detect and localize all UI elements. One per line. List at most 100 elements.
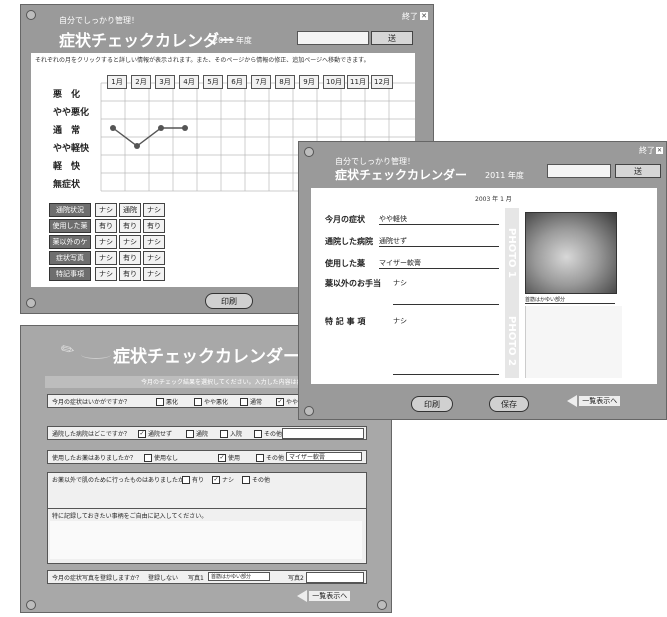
exit-button[interactable]: 終了 ✕ [401, 11, 429, 21]
exit-button[interactable]: 終了 ✕ [639, 146, 663, 155]
option-none[interactable]: 使用なし [144, 453, 178, 462]
status-cell[interactable]: 有り [119, 219, 141, 233]
month-tab[interactable]: 8月 [275, 75, 295, 89]
medicine-name-input[interactable]: マイザー軟膏 [286, 452, 362, 461]
option-hospitalized[interactable]: 入院 [220, 429, 242, 438]
back-to-list-button[interactable]: 一覧表示へ [567, 395, 621, 407]
search-button[interactable]: 送 [615, 164, 661, 178]
option-slightly-worse[interactable]: やや悪化 [194, 397, 228, 406]
month-tab[interactable]: 2月 [131, 75, 151, 89]
option-normal[interactable]: 通常 [240, 397, 262, 406]
field-label: 使用した薬 [325, 259, 365, 268]
medicine-question-row: 使用したお薬はありましたか？ 使用なし ✓使用 その他 マイザー軟膏 [47, 450, 367, 464]
option-yes[interactable]: 有り [182, 475, 204, 484]
status-row-label: 薬以外のケア [49, 235, 91, 258]
status-cell[interactable]: ナシ [143, 203, 165, 217]
checkbox-icon[interactable] [242, 475, 250, 484]
print-button[interactable]: 印刷 [205, 293, 253, 309]
trend-point[interactable] [110, 125, 116, 131]
option-worse[interactable]: 悪化 [156, 397, 178, 406]
symptom-photo[interactable] [525, 212, 617, 294]
status-cell[interactable]: 有り [143, 219, 165, 233]
field-label: 通院した病院 [325, 237, 373, 246]
status-cell[interactable]: ナシ [119, 235, 141, 249]
rivet-icon [304, 406, 314, 416]
status-cell[interactable]: ナシ [143, 235, 165, 249]
no-register-label[interactable]: 登録しない [148, 575, 179, 582]
month-tab[interactable]: 7月 [251, 75, 271, 89]
symptom-value[interactable]: やや軽快 [379, 214, 499, 225]
checked-checkbox-icon[interactable]: ✓ [218, 453, 226, 462]
form-title: 症状チェックカレンダー [113, 347, 300, 367]
pencil-icon: ✎ [57, 337, 79, 362]
option-used[interactable]: ✓使用 [218, 453, 241, 462]
search-input[interactable] [297, 31, 369, 45]
checked-checkbox-icon[interactable]: ✓ [138, 429, 146, 438]
month-tab[interactable]: 6月 [227, 75, 247, 89]
medicine-value[interactable]: マイザー軟膏 [379, 258, 499, 269]
checked-checkbox-icon[interactable]: ✓ [276, 397, 284, 406]
checkbox-icon[interactable] [182, 475, 190, 484]
month-tab[interactable]: 10月 [323, 75, 345, 89]
month-tab[interactable]: 12月 [371, 75, 393, 89]
photo-slot-2[interactable] [525, 306, 622, 378]
checkbox-icon[interactable] [194, 397, 202, 406]
back-to-list-button[interactable]: 一覧表示へ [297, 590, 351, 602]
month-tab[interactable]: 3月 [155, 75, 175, 89]
checkbox-icon[interactable] [144, 453, 152, 462]
month-tab[interactable]: 1月 [107, 75, 127, 89]
search-input[interactable] [547, 164, 611, 178]
trend-point[interactable] [134, 143, 140, 149]
notes-value[interactable]: ナシ [393, 316, 499, 375]
option-no-visit[interactable]: ✓通院せず [138, 429, 173, 438]
checkbox-icon[interactable] [156, 397, 164, 406]
severity-label: 通 常 [53, 126, 81, 136]
app-subtitle: 自分でしっかり管理！ [335, 157, 415, 166]
photo2-input[interactable] [306, 572, 364, 583]
status-cell[interactable]: ナシ [143, 251, 165, 265]
app-subtitle: 自分でしっかり管理！ [59, 16, 139, 25]
month-tab[interactable]: 9月 [299, 75, 319, 89]
status-cell[interactable]: ナシ [95, 203, 117, 217]
save-button[interactable]: 保存 [489, 396, 529, 412]
status-cell[interactable]: ナシ [143, 267, 165, 281]
status-cell[interactable]: 通院 [119, 203, 141, 217]
photo1-input[interactable]: 首筋はかゆい部分 [208, 572, 270, 581]
month-tab[interactable]: 11月 [347, 75, 369, 89]
hospital-value[interactable]: 通院せず [379, 236, 499, 247]
hospital-other-input[interactable] [282, 428, 364, 439]
checkbox-icon[interactable] [186, 429, 194, 438]
severity-label: やや軽快 [53, 144, 90, 154]
question-label: 使用したお薬はありましたか？ [52, 455, 137, 462]
status-cell[interactable]: ナシ [95, 251, 117, 265]
option-other[interactable]: その他 [256, 453, 284, 462]
option-other[interactable]: その他 [254, 429, 282, 438]
option-visit[interactable]: 通院 [186, 429, 208, 438]
month-tab[interactable]: 4月 [179, 75, 199, 89]
care-question-row: お薬以外で肌のために行ったものはありましたか？ 有り ✓ナシ その他 [47, 472, 367, 514]
photo2-label: 写真2 [288, 575, 304, 582]
checkbox-icon[interactable] [240, 397, 248, 406]
care-value[interactable]: ナシ [393, 278, 499, 305]
status-cell[interactable]: 有り [119, 267, 141, 281]
intro-text: 今月のチェック結果を選択してください。入力した内容は症状チェックカレンダーに反映… [141, 379, 391, 386]
status-cell[interactable]: 有り [95, 219, 117, 233]
search-button[interactable]: 送 [371, 31, 413, 45]
checkbox-icon[interactable] [220, 429, 228, 438]
close-icon: ✕ [420, 12, 428, 20]
checkbox-icon[interactable] [254, 429, 262, 438]
status-cell[interactable]: ナシ [95, 267, 117, 281]
checked-checkbox-icon[interactable]: ✓ [212, 475, 220, 484]
notes-textarea[interactable] [50, 521, 362, 559]
status-cell[interactable]: 有り [119, 251, 141, 265]
trend-point[interactable] [182, 125, 188, 131]
trend-point[interactable] [158, 125, 164, 131]
left-arrow-icon [567, 395, 577, 407]
month-tab[interactable]: 5月 [203, 75, 223, 89]
option-no[interactable]: ✓ナシ [212, 475, 235, 484]
option-other[interactable]: その他 [242, 475, 270, 484]
year-label: 2011 年度 [485, 171, 524, 180]
status-cell[interactable]: ナシ [95, 235, 117, 249]
print-button[interactable]: 印刷 [411, 396, 453, 412]
checkbox-icon[interactable] [256, 453, 264, 462]
